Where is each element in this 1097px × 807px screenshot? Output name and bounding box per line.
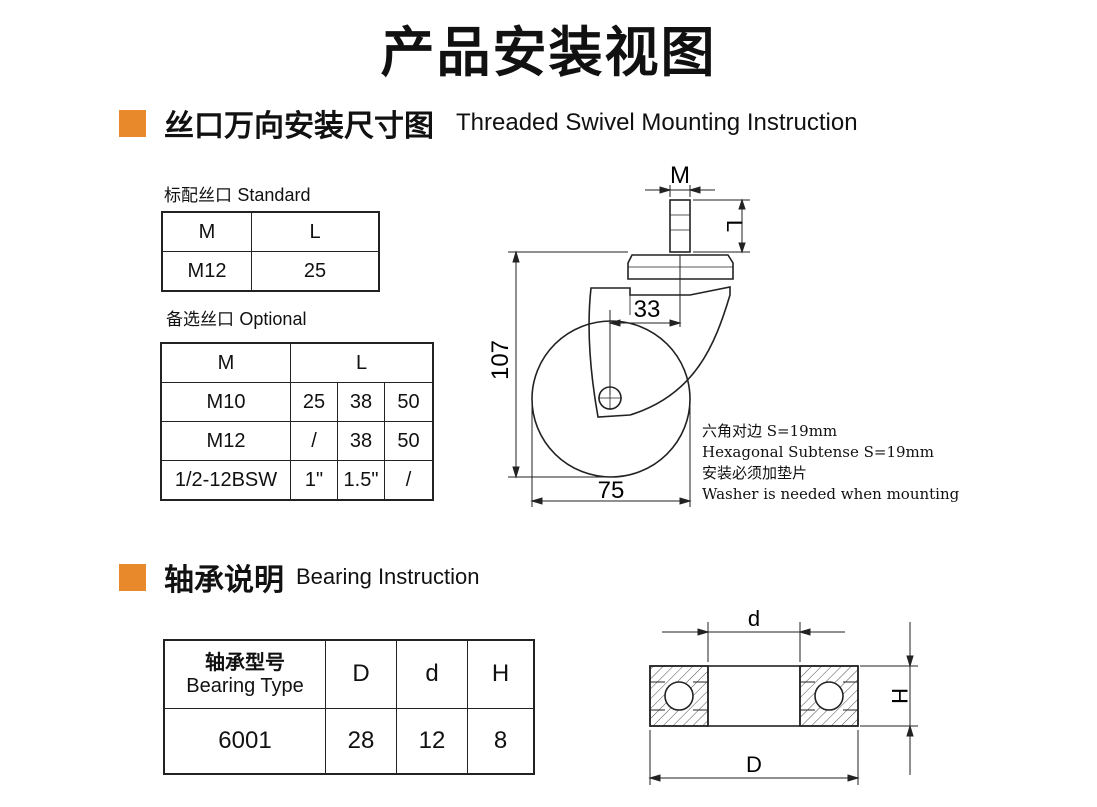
threaded-section-title-en: Threaded Swivel Mounting Instruction [456,109,858,136]
bearing-dim-inner-label: d [748,606,760,631]
standard-caption-zh: 标配丝口 [164,186,232,206]
table-row: M10 25 38 50 [160,382,434,422]
bearing-type-zh: 轴承型号 [205,650,285,675]
section-marker [119,563,146,591]
section-marker [119,109,146,137]
bearing-dim-height-label: H [887,688,912,704]
dim-m-label: M [670,162,690,189]
table-cell: 12 [396,707,468,775]
table-row: M12 / 38 50 [160,421,434,461]
table-cell: / [384,460,434,501]
threaded-section-title-zh: 丝口万向安装尺寸图 [164,109,434,144]
dim-height-label: 107 [487,340,514,380]
optional-caption-zh: 备选丝口 [166,310,234,330]
table-header-m: M [160,342,291,383]
table-cell: 50 [384,382,434,422]
caster-diagram: M L 107 33 75 [487,162,750,507]
optional-caption: 备选丝口 Optional [166,305,306,330]
note-line: 六角对边 S=19mm [702,422,838,440]
table-header-l: L [251,211,380,252]
standard-caption: 标配丝口 Standard [164,181,310,206]
table-cell: M10 [160,382,291,422]
dim-l-label: L [722,220,747,232]
table-cell: M12 [161,251,252,292]
table-cell: 50 [384,421,434,461]
table-header-d-outer: D [325,639,397,709]
bearing-section-header: 轴承说明 Bearing Instruction [119,555,479,599]
table-row: 6001 28 12 8 [163,707,535,775]
mounting-notes: 六角对边 S=19mm Hexagonal Subtense S=19mm 安装… [702,421,959,505]
note-line: Hexagonal Subtense S=19mm [702,443,934,461]
bearing-dim-outer-label: D [746,752,762,777]
table-cell: 1" [290,460,338,501]
table-cell: 28 [325,707,397,775]
table-cell: 1/2-12BSW [160,460,291,501]
bearing-diagram: d H D [648,606,918,785]
table-cell: / [290,421,338,461]
bearing-section-title-zh: 轴承说明 [164,563,284,598]
page-title: 产品安装视图 [380,21,717,84]
table-cell: 8 [467,707,535,775]
optional-caption-en: Optional [239,309,307,329]
table-row: 1/2-12BSW 1" 1.5" / [160,460,434,501]
table-header-d-inner: d [396,639,468,709]
table-row: M L [161,211,380,252]
note-line: Washer is needed when mounting [702,485,960,503]
table-header-m: M [161,211,252,252]
table-cell: 25 [251,251,380,292]
table-cell: 38 [337,382,385,422]
bearing-section-title-en: Bearing Instruction [296,564,480,589]
standard-table: M L M12 25 [161,211,380,292]
table-row: 轴承型号 Bearing Type D d H [163,639,535,709]
table-cell: 38 [337,421,385,461]
standard-caption-en: Standard [237,185,311,205]
table-cell: 1.5" [337,460,385,501]
table-header-type: 轴承型号 Bearing Type [163,639,326,709]
table-header-l: L [290,342,434,383]
threaded-section-header: 丝口万向安装尺寸图 Threaded Swivel Mounting Instr… [119,101,858,145]
table-cell: 6001 [163,707,326,775]
dim-width-label: 75 [598,477,625,504]
bearing-type-en: Bearing Type [186,675,304,698]
table-cell: M12 [160,421,291,461]
table-row: M L [160,342,434,383]
note-line: 安装必须加垫片 [702,464,808,482]
table-header-h: H [467,639,535,709]
dim-offset-label: 33 [634,296,661,323]
table-cell: 25 [290,382,338,422]
bearing-table: 轴承型号 Bearing Type D d H 6001 28 12 8 [163,639,535,775]
optional-table: M L M10 25 38 50 M12 / 38 50 1/2-12BSW 1… [160,342,434,501]
table-row: M12 25 [161,251,380,292]
